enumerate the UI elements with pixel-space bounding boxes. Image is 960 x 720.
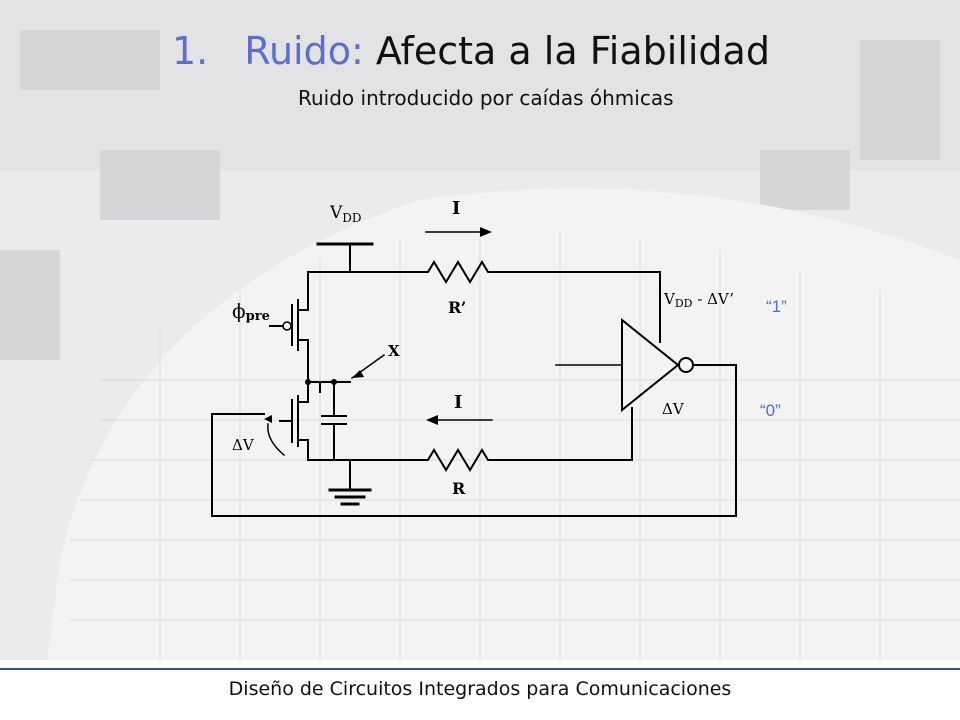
capacitor — [321, 381, 347, 461]
nmos-transistor — [279, 381, 309, 461]
page-subtitle: Ruido introducido por caídas óhmicas — [298, 86, 674, 110]
title-rest: Afecta a la Fiabilidad — [363, 29, 770, 73]
title-number: 1. — [172, 29, 209, 73]
logic-one-label: “1” — [766, 297, 787, 316]
footer-text: Diseño de Circuitos Integrados para Comu… — [228, 678, 732, 700]
node-x-label: X — [388, 342, 400, 360]
current-label-bottom: I — [454, 392, 462, 413]
phi-pre-label: ϕpre — [232, 299, 270, 324]
pmos-transistor — [269, 271, 309, 383]
junction-x-right — [331, 379, 337, 385]
footer-rule — [0, 668, 960, 670]
resistor-bottom — [419, 448, 497, 472]
title-highlight: Ruido: — [244, 29, 364, 73]
delta-v-left-label: ΔV — [232, 436, 255, 454]
current-label-top: I — [452, 198, 460, 219]
vdd-label: VDD — [329, 203, 362, 225]
delta-v-curve — [267, 423, 286, 457]
junction-x-left — [305, 379, 311, 385]
ground-symbol — [328, 488, 372, 506]
inverter-bubble — [678, 357, 694, 373]
resistor-bottom-label: R — [452, 479, 466, 498]
page-title: 1. Ruido: Afecta a la Fiabilidad — [172, 26, 770, 76]
out-low-label: ΔV — [662, 400, 685, 418]
output-inverter — [621, 317, 680, 413]
logic-zero-label: “0” — [760, 401, 781, 420]
out-high-label: VDD - ΔV’ — [663, 290, 734, 310]
resistor-top-label: R’ — [448, 298, 466, 317]
resistor-top — [419, 260, 497, 284]
